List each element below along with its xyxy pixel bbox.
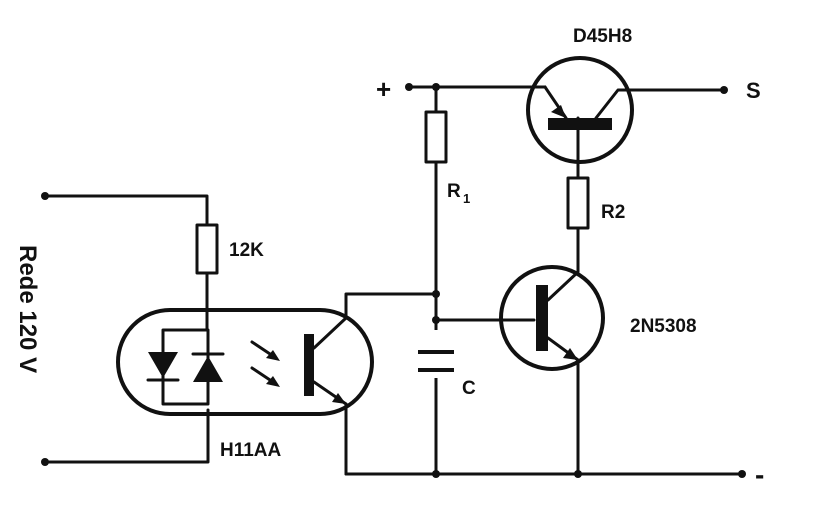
diode-2-icon — [193, 356, 223, 382]
phototransistor-base — [304, 334, 314, 396]
label-d45h8: D45H8 — [573, 26, 632, 47]
label-r1: R — [447, 181, 461, 202]
transistor-2n5308-collector — [546, 226, 580, 302]
diode-1-icon — [148, 352, 178, 378]
mains-wire-top — [43, 194, 209, 227]
optocoupler-body — [116, 308, 374, 416]
wire-collector-to-r1 — [344, 292, 437, 320]
label-plus: + — [376, 74, 391, 104]
resistor-12k — [195, 223, 219, 275]
label-minus: - — [755, 459, 764, 490]
label-mains: Rede 120 V — [14, 245, 41, 373]
mains-wire-bottom — [43, 408, 210, 464]
label-h11aa: H11AA — [220, 440, 282, 461]
transistor-2n5308-body — [499, 265, 605, 371]
output-wires — [344, 292, 746, 478]
transistor-d45h8-body — [526, 56, 634, 164]
diode-pair-frame — [161, 328, 210, 406]
transistor-2n5308-emitter-arrow — [563, 348, 578, 360]
junction-cap-ground — [432, 470, 440, 478]
minus-terminal-dot — [738, 470, 746, 478]
label-12k: 12K — [229, 240, 264, 261]
transistor-2n5308-base — [536, 285, 548, 351]
transistor-d45h8-base — [548, 118, 612, 130]
light-arrow-2-head — [266, 376, 280, 387]
transistor-d45h8-collector — [594, 88, 726, 120]
transistor-2n5308 — [434, 226, 605, 478]
resistor-r2 — [566, 176, 590, 230]
transistor-d45h8-emitter-arrow — [551, 105, 566, 118]
junction-r1-collector — [432, 290, 440, 298]
phototransistor-collector — [312, 316, 348, 350]
label-2n5308: 2N5308 — [630, 316, 697, 337]
label-s: S — [746, 78, 761, 103]
optocoupler-h11aa — [116, 308, 374, 416]
label-r2: R2 — [601, 202, 625, 223]
resistor-r1 — [424, 110, 448, 164]
mains-input-wires — [41, 192, 210, 466]
positive-rail — [405, 83, 547, 91]
phototransistor-emitter-arrow — [332, 393, 346, 404]
label-r1-subscript: 1 — [463, 191, 470, 206]
light-arrow-1-head — [266, 350, 280, 361]
transistor-d45h8 — [526, 56, 728, 164]
label-c: C — [462, 378, 476, 399]
s-terminal-dot — [720, 86, 728, 94]
junction-2n5308-ground — [574, 470, 582, 478]
